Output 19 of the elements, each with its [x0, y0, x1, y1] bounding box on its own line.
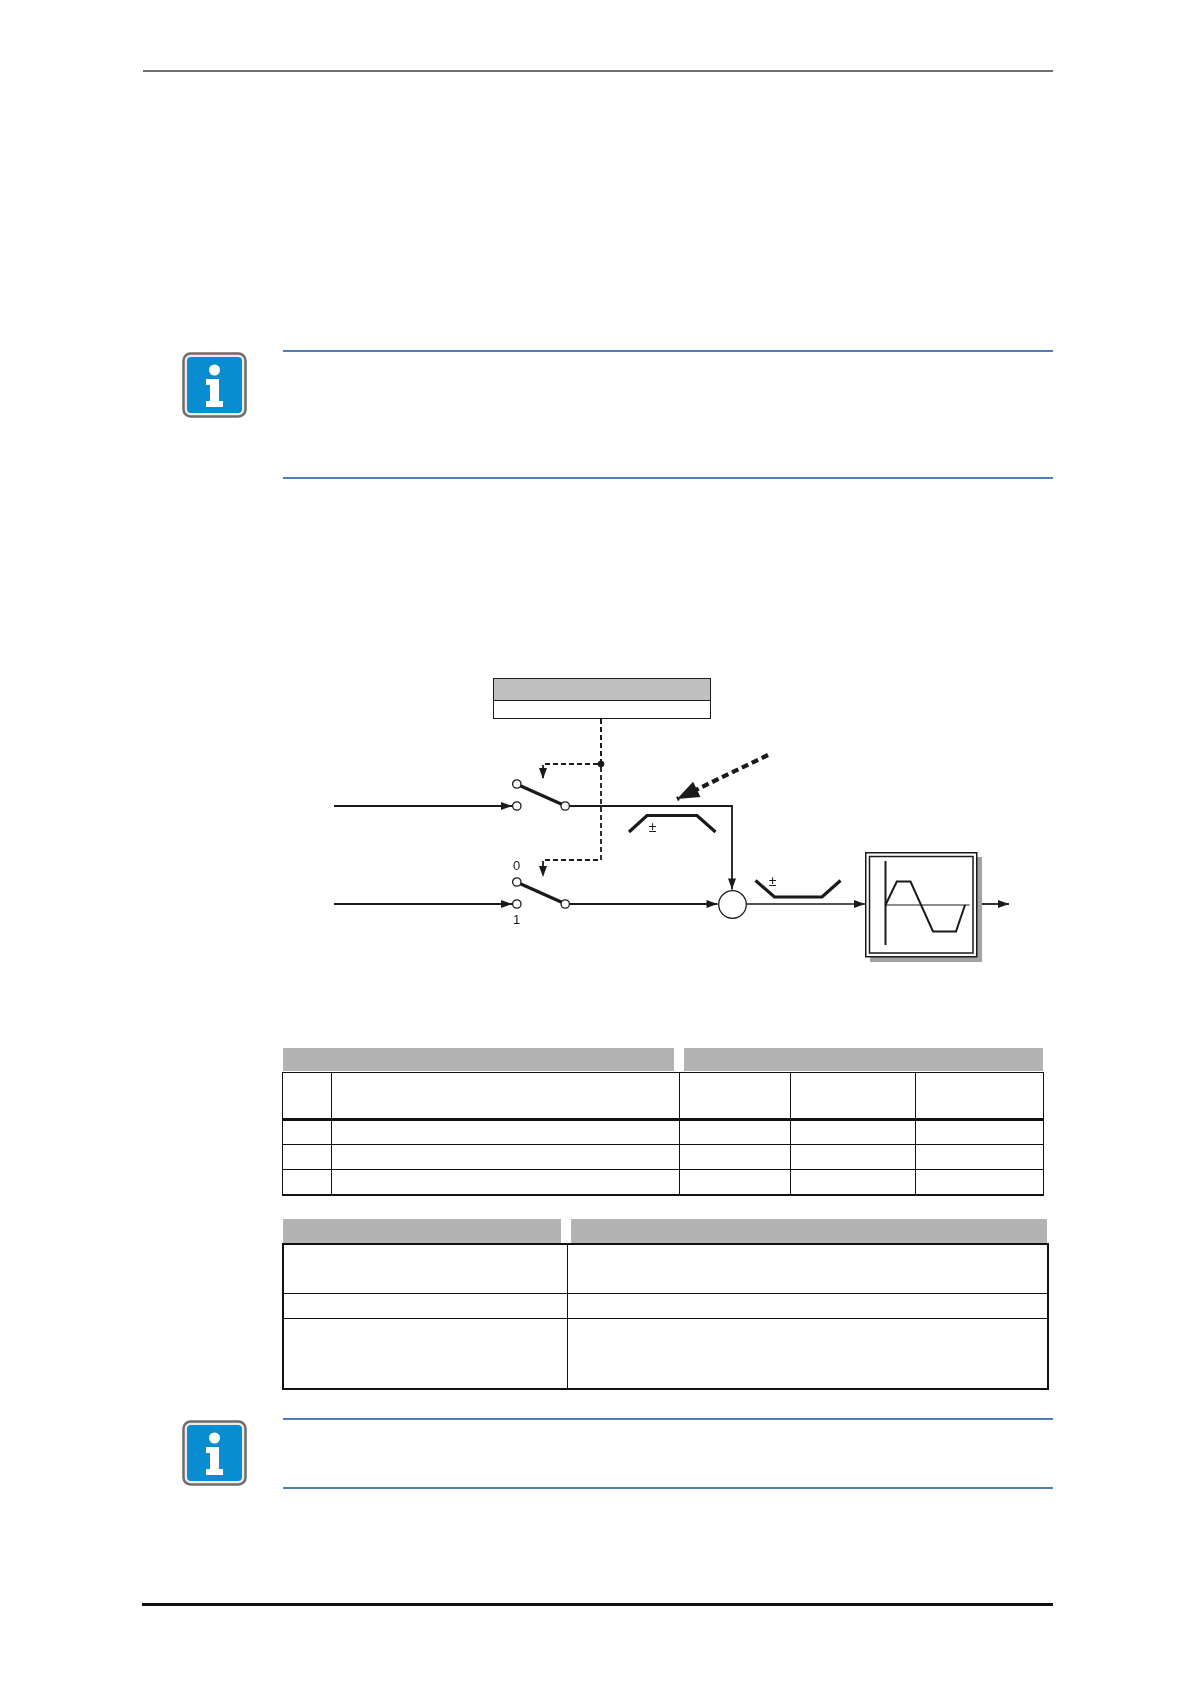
summing-junction: [717, 889, 747, 919]
arrow: [569, 805, 736, 891]
parameter-box: [493, 678, 711, 719]
arrow: [569, 900, 719, 908]
ramp-symbol: [753, 874, 843, 900]
sign-label: ±: [647, 820, 658, 835]
switch-position-label: 1: [511, 912, 522, 927]
sign-label: ±: [767, 874, 778, 889]
switch-position-label: 0: [511, 858, 522, 873]
ramp-symbol: [627, 812, 718, 835]
switch-symbol: [512, 877, 570, 909]
dashed-arrow: [539, 718, 602, 878]
function-block: [865, 852, 982, 962]
dashed-arrow: [676, 753, 769, 801]
arrow: [333, 802, 513, 810]
arrow: [981, 900, 1010, 908]
switch-symbol: [512, 779, 570, 811]
arrow: [333, 900, 513, 908]
arrow: [745, 900, 866, 908]
